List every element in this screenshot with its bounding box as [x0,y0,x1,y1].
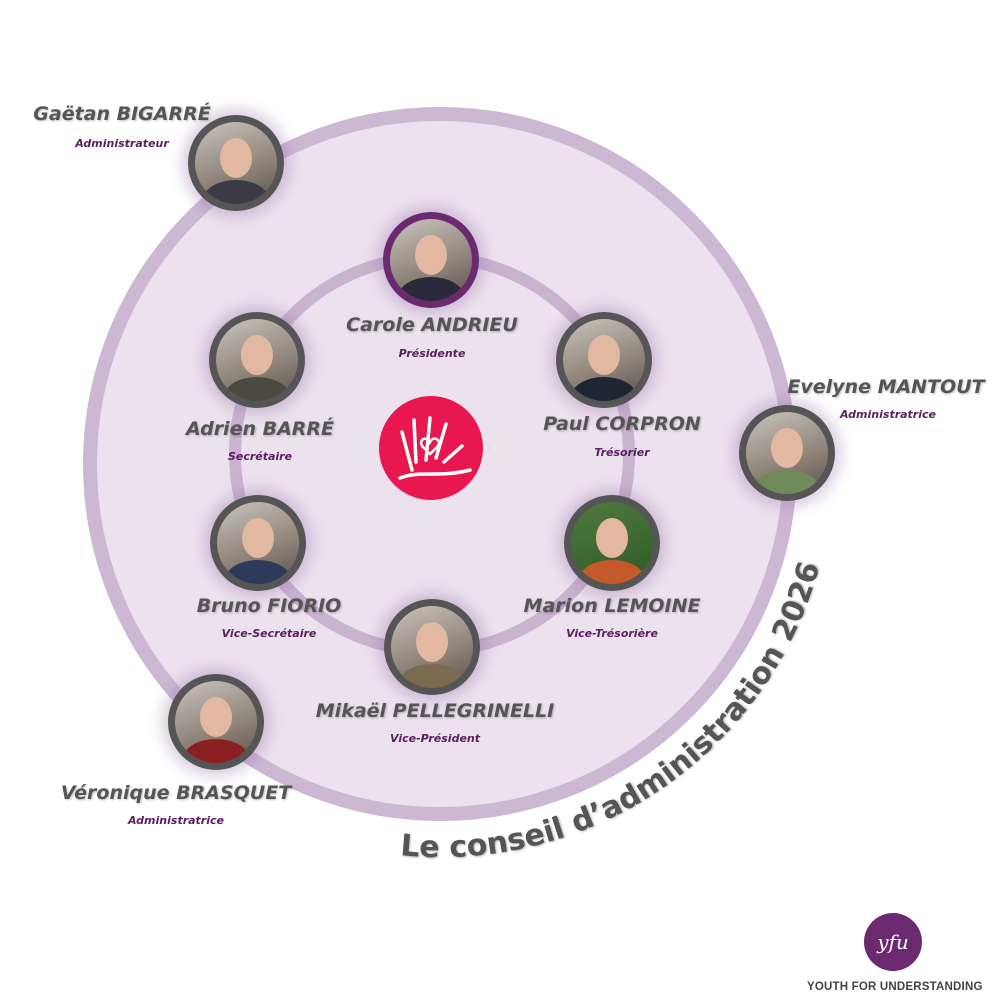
member-name: Marion LEMOINE [523,595,701,617]
member-photo [188,115,284,211]
member-role: Présidente [398,347,466,360]
member-name: Gaëtan BIGARRÉ [33,103,211,125]
member-name: Adrien BARRÉ [185,418,335,440]
member-role: Administrateur [75,137,169,150]
member-role: Secrétaire [227,450,293,463]
yfu-logo-text: yfu [876,930,909,954]
member-role: Trésorier [594,446,650,459]
member-role: Vice-Trésorière [566,627,658,640]
member-name: Paul CORPRON [543,413,701,435]
member-photo [209,312,305,408]
member-role: Administratrice [840,408,936,421]
brand-name: YOUTH FOR UNDERSTANDING [807,981,983,993]
member-photo [739,405,835,501]
hand-heart-logo [379,396,483,500]
member-photo [384,599,480,695]
member-photo [210,495,306,591]
member-name: Carole ANDRIEU [346,314,518,336]
member-photo [383,212,479,308]
member-role: Vice-Président [390,732,480,745]
member-photo [564,495,660,591]
member-name: Evelyne MANTOUT [787,376,985,398]
member-photo [168,674,264,770]
member-role: Vice-Secrétaire [221,627,317,640]
member-role: Administratrice [128,814,224,827]
yfu-logo: yfu [864,913,922,971]
member-name: Bruno FIORIO [196,595,342,617]
member-name: Mikaël PELLEGRINELLI [315,700,555,722]
member-name: Véronique BRASQUET [60,782,292,804]
member-photo [556,312,652,408]
